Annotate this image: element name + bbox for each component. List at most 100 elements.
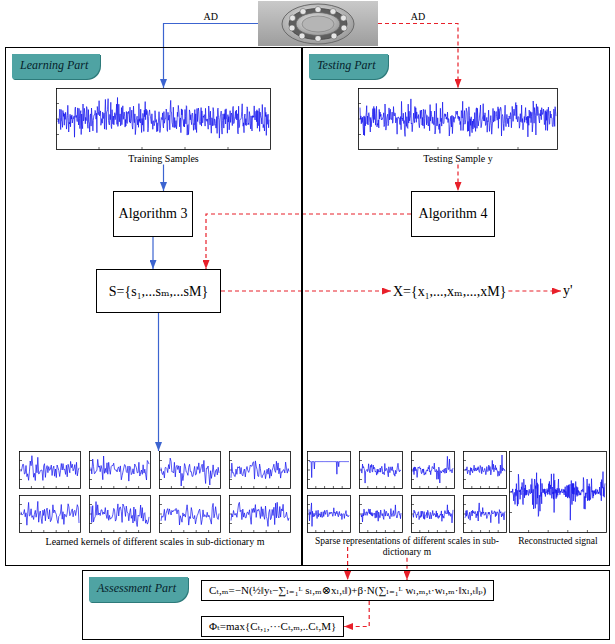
plot-tick <box>230 504 233 505</box>
plot-tick <box>367 486 368 489</box>
plot-tick <box>160 523 163 524</box>
signal-trace <box>511 472 605 521</box>
signal-plot <box>159 495 221 533</box>
plot-tick <box>20 479 23 480</box>
plot-tick <box>412 504 415 505</box>
plot-tick <box>464 479 467 480</box>
plot-tick <box>360 479 363 480</box>
edge-label: AD <box>202 11 220 22</box>
plot-caption: Learned kernels of different scales in s… <box>18 536 292 548</box>
plot-tick <box>160 504 163 505</box>
red-dashed-arrow <box>378 24 458 89</box>
plot-tick <box>196 530 197 533</box>
signal-plot <box>89 451 151 489</box>
red-dashed-arrow <box>457 165 458 192</box>
plot-tick <box>315 530 316 533</box>
red-dashed-arrow <box>344 601 369 627</box>
node-text: Cₜ,ₘ=−N(½‖yₜ−∑ₗ₌₁ᴸ sₗ,ₘ⊗xₗ,ₜ‖)+β·N(∑ₗ₌₁ᴸ… <box>209 584 486 597</box>
signal-trace <box>465 455 505 476</box>
plot-tick <box>437 486 438 489</box>
node-text: Algorithm 3 <box>119 206 188 222</box>
node-text: y' <box>563 283 573 299</box>
max-formula-box: Φₜ=max{Cₜ,₁,···Cₜ,ₘ,..Cₜ,M} <box>201 616 344 637</box>
signal-plot <box>307 495 351 533</box>
plot-tick <box>342 530 343 533</box>
plot-frame <box>412 452 455 489</box>
red-dashed-arrow <box>508 290 561 291</box>
plot-frame <box>359 89 558 150</box>
plot-tick <box>360 504 363 505</box>
plot-frame <box>20 496 81 533</box>
plot-tick <box>160 514 163 515</box>
plot-tick <box>241 486 242 489</box>
plot-tick <box>376 486 377 489</box>
sparse-plot-group: Sparse representations of different scal… <box>307 451 507 558</box>
plot-tick <box>528 530 529 533</box>
plot-tick <box>428 486 429 489</box>
plot-tick <box>68 530 69 533</box>
plot-frame <box>57 89 271 150</box>
plot-frame <box>160 496 221 533</box>
plot-frame <box>360 496 403 533</box>
plot-caption: Reconstructed signal <box>509 536 607 547</box>
plot-tick <box>510 512 513 513</box>
plot-tick <box>278 530 279 533</box>
plot-tick <box>324 486 325 489</box>
signal-trace <box>413 456 453 483</box>
plot-frame <box>230 496 291 533</box>
plot-tick <box>20 504 23 505</box>
plot-tick <box>385 486 386 489</box>
plot-frame <box>90 452 151 489</box>
plot-frame <box>464 452 507 489</box>
plot-tick <box>360 514 363 515</box>
plot-tick <box>266 530 267 533</box>
plot-tick <box>308 470 311 471</box>
red-dashed-arrow <box>221 290 391 291</box>
signal-plot <box>229 451 291 489</box>
signal-plot <box>358 88 558 150</box>
plot-tick <box>43 486 44 489</box>
bearing-photo-node <box>258 1 378 46</box>
plot-tick <box>412 479 415 480</box>
signal-plot <box>463 451 507 489</box>
signal-plot <box>19 451 81 489</box>
plot-tick <box>464 523 467 524</box>
blue-flow-arrow <box>152 237 153 269</box>
process-box: Algorithm 3 <box>113 191 193 237</box>
node-text: Algorithm 4 <box>419 206 488 222</box>
plot-frame <box>510 452 607 533</box>
plot-tick <box>498 530 499 533</box>
plot-frame <box>308 496 351 533</box>
plot-frame <box>90 496 151 533</box>
reconstructed-plot: Reconstructed signal <box>509 451 607 547</box>
plot-tick <box>138 530 139 533</box>
signal-trace <box>361 463 401 483</box>
signal-trace <box>161 458 219 486</box>
plot-tick <box>498 486 499 489</box>
plot-tick <box>230 523 233 524</box>
plot-tick <box>419 530 420 533</box>
plot-tick <box>308 479 311 480</box>
plot-tick <box>253 530 254 533</box>
plot-caption: Sparse representations of different scal… <box>307 536 507 558</box>
plot-tick <box>489 486 490 489</box>
plot-tick <box>342 486 343 489</box>
plot-tick <box>31 530 32 533</box>
plot-tick <box>437 530 438 533</box>
plot-tick <box>308 504 311 505</box>
plot-grid <box>19 451 291 533</box>
plot-tick <box>480 530 481 533</box>
plot-tick <box>266 486 267 489</box>
plot-tick <box>43 530 44 533</box>
plot-frame <box>360 452 403 489</box>
panel-tab: Assessment Part <box>89 577 188 602</box>
panel-tab: Testing Part <box>309 54 388 79</box>
signal-trace <box>91 456 149 481</box>
plot-tick <box>359 103 362 104</box>
signal-plot <box>509 451 607 533</box>
plot-frame <box>20 452 81 489</box>
learning-panel: Learning PartTraining SamplesAlgorithm 3… <box>5 47 302 566</box>
plot-tick <box>171 530 172 533</box>
plot-tick <box>99 147 100 150</box>
plot-tick <box>185 147 186 150</box>
